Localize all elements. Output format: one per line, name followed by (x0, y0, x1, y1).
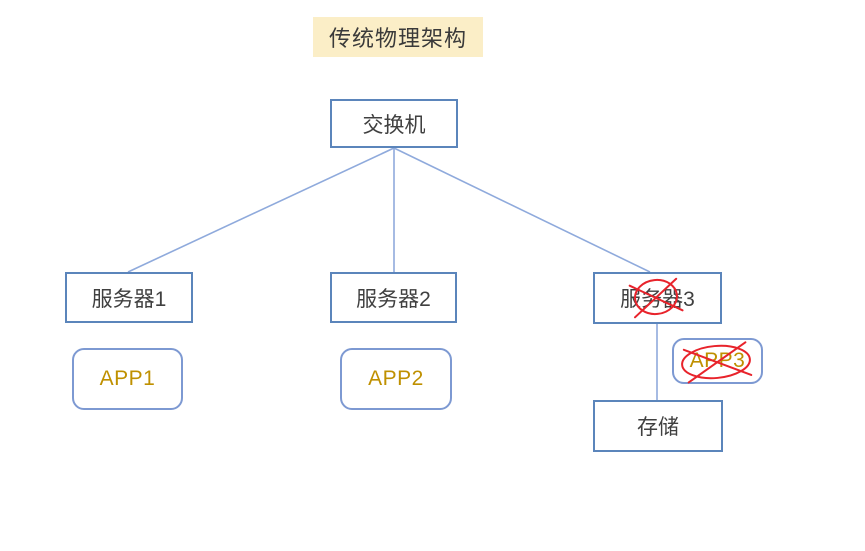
diagram-title: 传统物理架构 (313, 17, 483, 57)
node-server1: 服务器1 (65, 272, 193, 323)
node-app3: APP3 (672, 338, 763, 384)
node-server2-label: 服务器2 (356, 287, 431, 311)
node-app1-label: APP1 (99, 367, 156, 390)
node-server2: 服务器2 (330, 272, 457, 323)
connector-switch-server3 (393, 147, 651, 273)
node-storage: 存储 (593, 400, 723, 452)
node-server1-label: 服务器1 (91, 287, 167, 311)
node-switch-label: 交换机 (362, 113, 426, 137)
node-server3: 服务器3 (593, 272, 722, 324)
node-server3-label: 服务器3 (620, 288, 695, 311)
node-app3-label: APP3 (689, 349, 746, 372)
node-app1: APP1 (72, 348, 183, 410)
node-switch: 交换机 (330, 99, 458, 148)
node-app2: APP2 (340, 348, 452, 410)
connector-switch-server1 (127, 147, 395, 273)
node-storage-label: 存储 (637, 416, 679, 439)
node-app2-label: APP2 (368, 367, 424, 390)
